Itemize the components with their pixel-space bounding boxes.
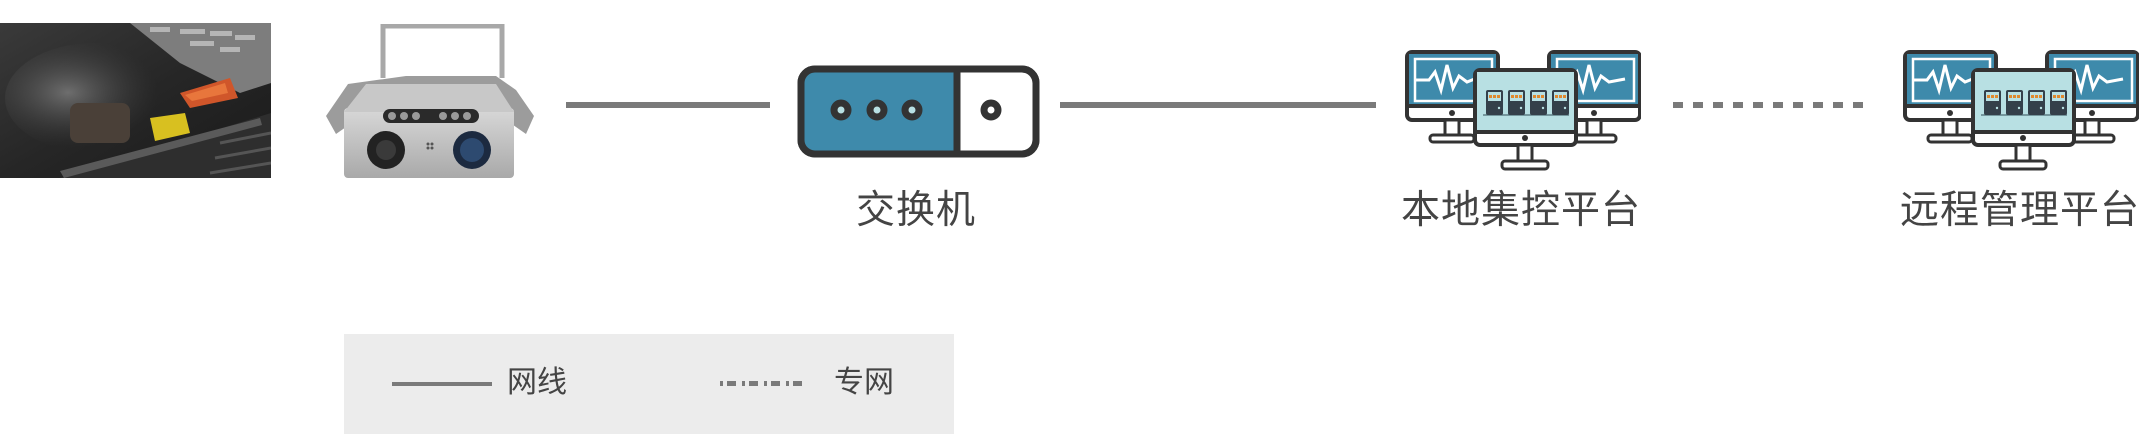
local-platform-label: 本地集控平台 [1401, 188, 1642, 233]
edge-camera-to-switch [566, 102, 770, 108]
switch-icon [797, 65, 1040, 158]
edge-switch-to-local-platform [1060, 102, 1376, 108]
legend-dashed-label: 专网 [834, 365, 894, 400]
coal-mine-photo [0, 23, 271, 178]
camera-device-photo [326, 24, 534, 180]
legend-solid-label: 网线 [507, 365, 567, 400]
remote-platform-icon [1903, 50, 2139, 173]
legend-dashed-line-swatch [720, 381, 808, 386]
edge-local-to-remote-platform [1673, 102, 1867, 108]
legend-solid-line-swatch [392, 382, 492, 386]
legend: 网线 专网 [344, 334, 954, 434]
remote-platform-label: 远程管理平台 [1900, 188, 2141, 233]
switch-label: 交换机 [856, 188, 977, 233]
local-platform-icon [1405, 50, 1641, 173]
